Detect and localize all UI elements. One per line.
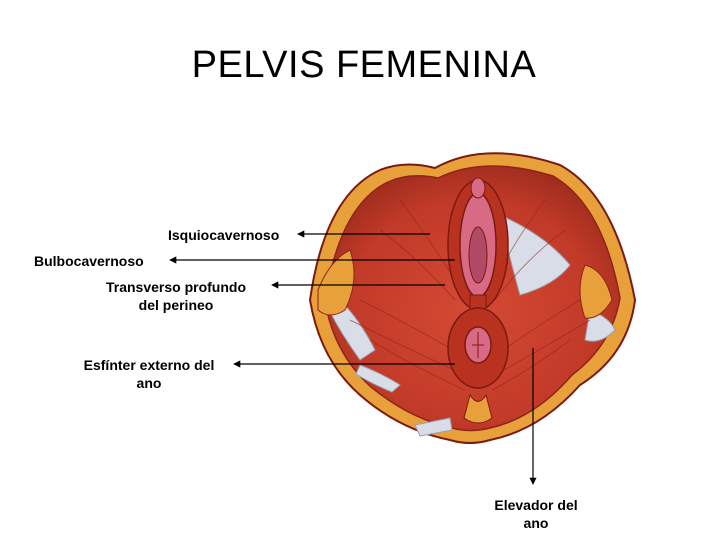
label-esfinter-externo: Esfínter externo del ano [68, 356, 230, 392]
page-title: PELVIS FEMENINA [191, 44, 537, 86]
clitoris [470, 177, 486, 199]
label-transverso-line2: del perineo [138, 297, 214, 313]
tendon-left-upper [329, 299, 376, 361]
label-elevador-line1: Elevador del [494, 497, 578, 513]
label-transverso-profundo: Transverso profundo del perineo [90, 278, 262, 314]
label-elevador-line2: ano [523, 515, 549, 531]
label-isquiocavernoso: Isquiocavernoso [168, 227, 280, 243]
fat-left [317, 249, 355, 316]
label-transverso-line1: Transverso profundo [105, 279, 247, 295]
label-elevador-del-ano: Elevador del ano [480, 496, 592, 532]
tendon-bottom [414, 417, 453, 437]
fat-right [579, 264, 613, 319]
coccyx [463, 393, 493, 424]
label-esfinter-line2: ano [136, 375, 162, 391]
vaginal-inner [468, 226, 488, 284]
label-bulbocavernoso: Bulbocavernoso [34, 253, 144, 269]
label-esfinter-line1: Esfínter externo del [83, 357, 215, 373]
tendon-left-lower [355, 364, 401, 393]
